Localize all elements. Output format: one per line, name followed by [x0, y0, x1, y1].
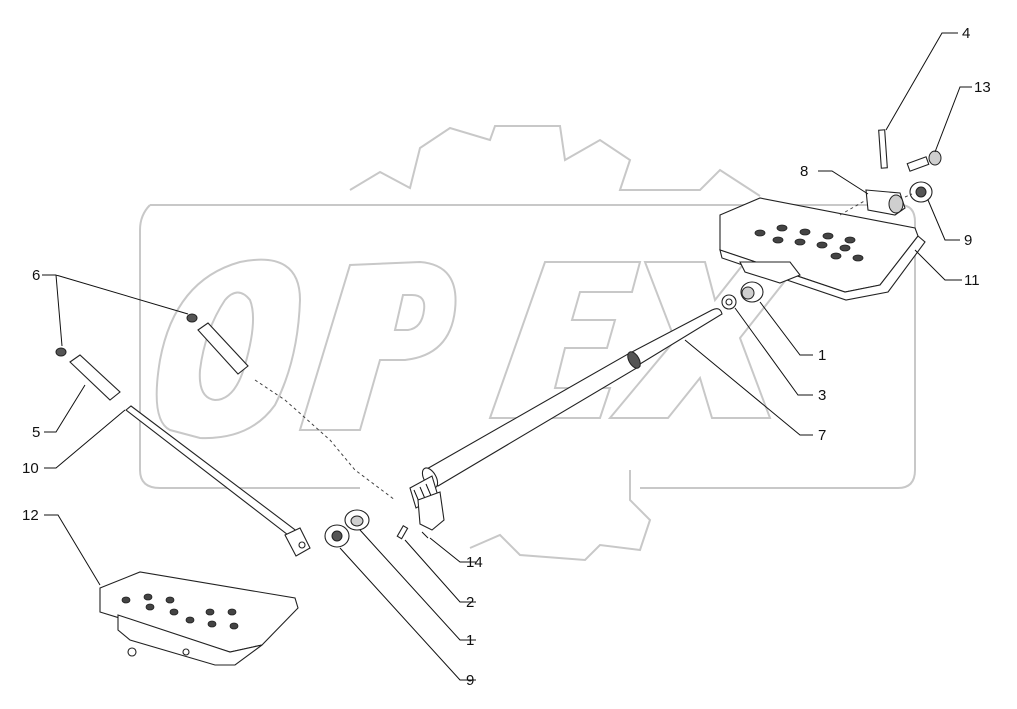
right-pedal-holes — [754, 224, 864, 262]
main-shaft — [409, 308, 723, 531]
watermark-gear-outline — [139, 125, 761, 562]
part-8-block — [865, 189, 906, 216]
watermark-logo — [139, 125, 916, 562]
leader-9a — [927, 199, 960, 241]
assembly-line-right — [839, 193, 913, 216]
part-5-sleeve-right — [197, 322, 249, 375]
callout-11: 11 — [964, 272, 980, 289]
callout-8: 8 — [800, 163, 808, 180]
leader-14 — [429, 537, 476, 563]
leader-13 — [934, 86, 972, 153]
leader-11 — [914, 249, 962, 281]
leader-5 — [44, 384, 86, 433]
leader-1b — [359, 529, 476, 641]
leader-lines — [42, 32, 972, 681]
callout-6: 6 — [32, 267, 40, 284]
shaft-end-bracket — [417, 491, 445, 531]
shaft-tube — [424, 353, 641, 487]
part-13-bolt — [906, 150, 942, 172]
watermark-frame — [150, 204, 916, 489]
part-9-washer-left — [324, 524, 350, 548]
callout-7: 7 — [818, 427, 826, 444]
leader-9b — [339, 547, 476, 681]
right-pedal-bracket — [739, 261, 801, 284]
callout-5: 5 — [32, 424, 40, 441]
callouts: 4 13 8 9 11 1 3 7 6 5 10 12 14 2 1 9 — [22, 25, 991, 689]
shaft-thin — [631, 308, 723, 365]
leader-1a — [759, 301, 813, 356]
leader-8 — [818, 170, 869, 195]
part-6-cap-left — [55, 347, 67, 357]
left-pedal — [99, 571, 299, 666]
leader-10 — [44, 409, 126, 469]
part-10-rod — [125, 405, 311, 557]
leader-2 — [404, 539, 476, 603]
part-4-pin — [878, 129, 888, 169]
part-1-bushing-right — [740, 281, 764, 303]
part-3-ring — [721, 294, 737, 310]
callout-3: 3 — [818, 387, 826, 404]
leader-6 — [42, 274, 189, 347]
callout-12: 12 — [22, 507, 39, 524]
callout-10: 10 — [22, 460, 39, 477]
leader-7 — [684, 339, 813, 436]
callout-2: 2 — [466, 594, 474, 611]
watermark-letters — [155, 258, 803, 440]
part-1-bushing-left — [344, 509, 370, 531]
right-pedal — [719, 197, 926, 301]
left-pedal-body — [117, 614, 263, 666]
part-9-washer-right — [909, 181, 933, 203]
callout-13: 13 — [974, 79, 991, 96]
leader-3 — [734, 307, 813, 396]
leader-12 — [44, 514, 101, 586]
watermark-letter-e — [488, 261, 642, 419]
part-6-cap-right — [186, 313, 198, 323]
part-14-pin — [421, 531, 429, 539]
callout-9a: 9 — [964, 232, 972, 249]
callout-14: 14 — [466, 554, 483, 571]
callout-1b: 1 — [466, 632, 474, 649]
watermark-letter-p — [298, 260, 457, 431]
part-2-pin — [396, 525, 409, 540]
callout-4: 4 — [962, 25, 970, 42]
assembly-line-left — [254, 379, 396, 501]
part-5-sleeve-left — [69, 354, 121, 401]
callout-1a: 1 — [818, 347, 826, 364]
left-pedal-holes — [121, 593, 239, 630]
watermark-letter-x — [607, 261, 803, 419]
callout-9b: 9 — [466, 672, 474, 689]
leader-4 — [885, 32, 958, 131]
